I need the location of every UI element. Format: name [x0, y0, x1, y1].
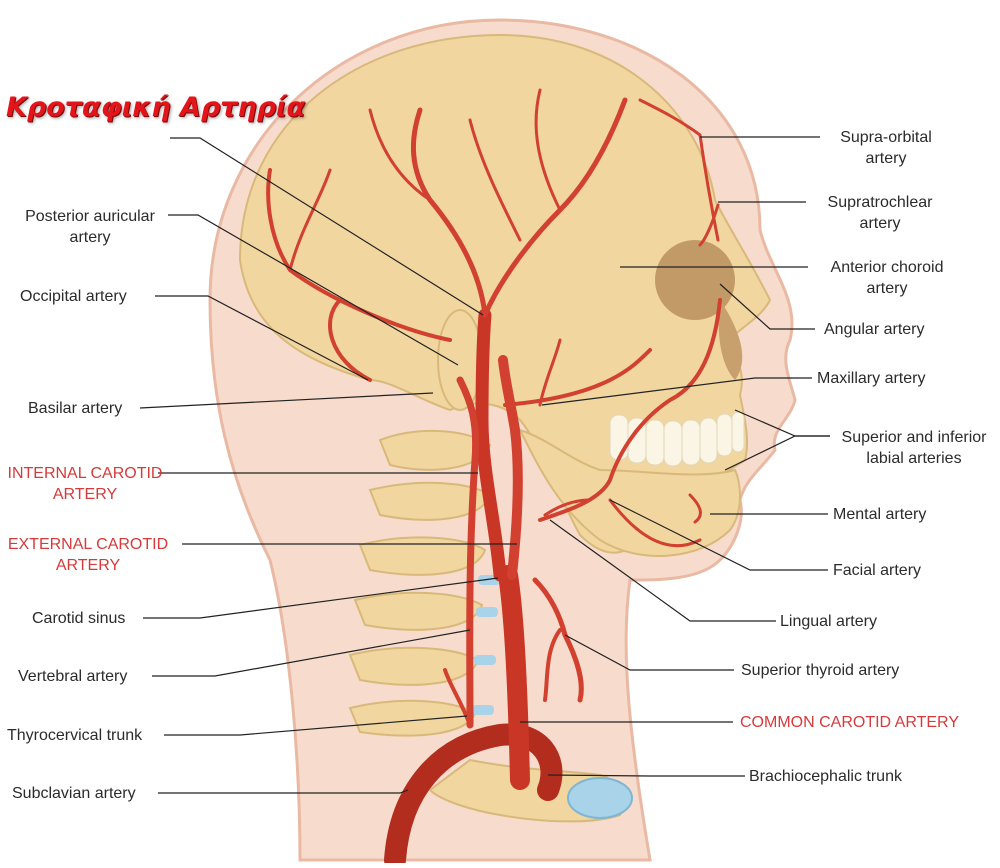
- label-angular-artery: Angular artery: [824, 319, 925, 340]
- label-line: COMMON CAROTID ARTERY: [740, 714, 959, 731]
- label-line: Vertebral artery: [18, 668, 128, 685]
- label-line: Anterior choroid: [830, 259, 944, 276]
- label-mental-artery: Mental artery: [833, 504, 926, 525]
- label-line: Occipital artery: [20, 288, 127, 305]
- label-line: INTERNAL CAROTID: [7, 465, 163, 482]
- maxillary-vessel: [503, 348, 652, 407]
- label-line: Lingual artery: [780, 613, 877, 630]
- supra-orbital-vessel: [698, 133, 720, 242]
- label-anterior-choroid-artery: Anterior choroid artery: [812, 257, 962, 299]
- label-brachiocephalic-trunk: Brachiocephalic trunk: [749, 766, 902, 787]
- label-line: ARTERY: [55, 557, 121, 574]
- label-maxillary-artery: Maxillary artery: [817, 368, 925, 389]
- sternal-cartilage: [567, 777, 633, 819]
- label-line: Brachiocephalic trunk: [749, 768, 902, 785]
- label-line: Mental artery: [833, 506, 927, 523]
- label-external-carotid-artery: EXTERNAL CAROTID ARTERY: [0, 534, 176, 576]
- label-labial-arteries: Superior and inferior labial arteries: [828, 427, 1000, 469]
- thyrocervical-vessel: [443, 668, 470, 722]
- label-line: Carotid sinus: [32, 610, 126, 627]
- label-supra-orbital-artery: Supra-orbital artery: [816, 127, 956, 169]
- label-line: Supratrochlear: [827, 194, 933, 211]
- mandible: [518, 428, 741, 557]
- label-line: EXTERNAL CAROTID: [7, 536, 169, 553]
- label-line: Thyrocervical trunk: [7, 727, 143, 744]
- label-vertebral-artery: Vertebral artery: [18, 666, 127, 687]
- teeth: [609, 411, 745, 467]
- ear: [437, 309, 483, 411]
- eye-orbit: [655, 240, 735, 320]
- label-line: Basilar artery: [28, 400, 123, 417]
- label-line: Supra-orbital: [840, 129, 932, 146]
- arteries: [266, 88, 722, 868]
- label-posterior-auricular-artery: Posterior auricular artery: [10, 206, 170, 248]
- lingual-vessel: [543, 498, 592, 517]
- label-line: artery: [69, 229, 111, 246]
- cervical-spine: [348, 430, 492, 737]
- label-line: Superior thyroid artery: [741, 662, 900, 679]
- label-lingual-artery: Lingual artery: [780, 611, 877, 632]
- label-line: Superior and inferior: [841, 429, 987, 446]
- mental-vessel: [688, 493, 702, 524]
- internal-carotid-vessel: [475, 308, 507, 582]
- facial-vessel: [538, 298, 722, 522]
- label-thyrocervical-trunk: Thyrocervical trunk: [7, 725, 142, 746]
- external-carotid-vessel: [498, 355, 523, 580]
- vertebral-vessel: [456, 376, 480, 729]
- leader-lines: [139, 136, 830, 794]
- label-line: Maxillary artery: [817, 370, 926, 387]
- label-common-carotid-artery: COMMON CAROTID ARTERY: [740, 712, 959, 733]
- label-occipital-artery: Occipital artery: [20, 286, 127, 307]
- occipital-vessel: [266, 168, 452, 342]
- common-carotid-vessel: [498, 565, 530, 790]
- nasal-cavity: [718, 300, 743, 380]
- label-line: Posterior auricular: [25, 208, 155, 225]
- diagram-title: Κροταφική Αρτηρία: [6, 92, 306, 123]
- subclavian-artery-vessel: [384, 723, 563, 868]
- label-carotid-sinus: Carotid sinus: [32, 608, 125, 629]
- label-basilar-artery: Basilar artery: [28, 398, 122, 419]
- label-line: artery: [866, 280, 908, 297]
- label-line: labial arteries: [866, 450, 962, 467]
- label-line: Subclavian artery: [12, 785, 136, 802]
- label-internal-carotid-artery: INTERNAL CAROTID ARTERY: [0, 463, 170, 505]
- label-subclavian-artery: Subclavian artery: [12, 783, 136, 804]
- label-line: Angular artery: [824, 321, 925, 338]
- label-line: artery: [859, 215, 901, 232]
- label-line: artery: [865, 150, 907, 167]
- label-line: Facial artery: [833, 562, 922, 579]
- label-line: ARTERY: [52, 486, 118, 503]
- label-facial-artery: Facial artery: [833, 560, 921, 581]
- label-supratrochlear-artery: Supratrochlear artery: [810, 192, 950, 234]
- label-superior-thyroid-artery: Superior thyroid artery: [741, 660, 899, 681]
